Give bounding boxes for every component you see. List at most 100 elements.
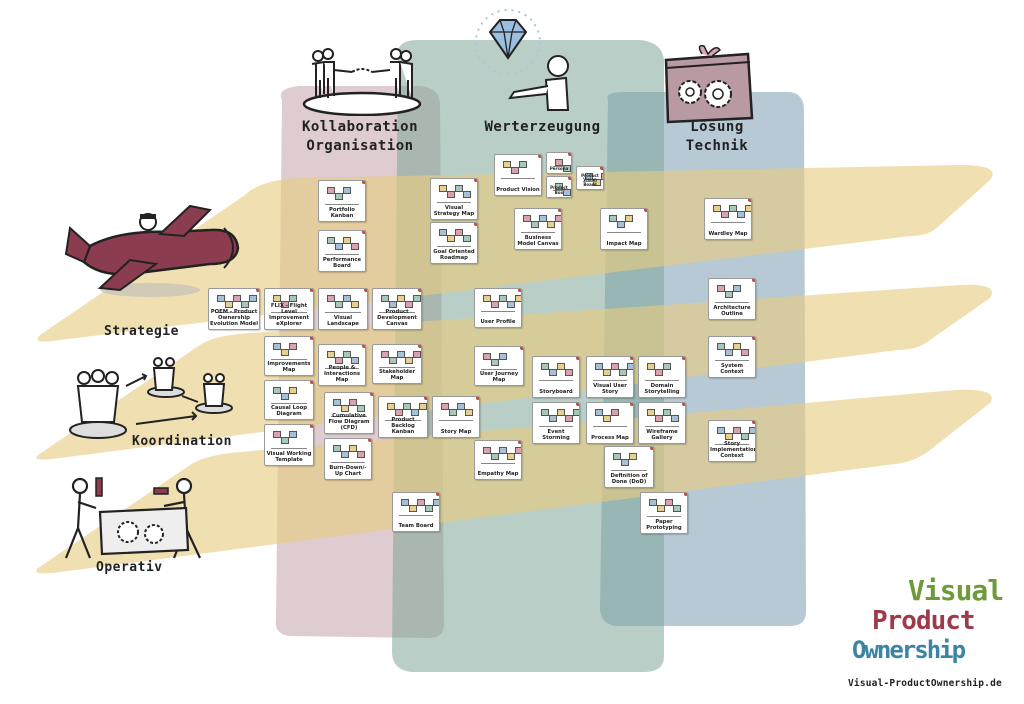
card-event-storming[interactable]: Event Storming (532, 402, 580, 444)
card-illustration (435, 183, 473, 203)
card-label: Team Board (398, 523, 434, 529)
card-illustration (713, 341, 751, 361)
card-empathy-map[interactable]: Empathy Map (474, 440, 522, 480)
card-label: Causal Loop Diagram (270, 405, 308, 417)
card-illustration (269, 293, 309, 313)
card-poem[interactable]: POEM - Product Ownership Evolution Model (208, 288, 260, 330)
card-illustration (323, 235, 361, 255)
card-label: Visual User Story (593, 383, 627, 395)
card-story-map[interactable]: Story Map (432, 396, 480, 438)
card-product-vision-board[interactable]: Product Vision Board (576, 166, 604, 190)
logo: Visual Product Ownership Visual-ProductO… (846, 572, 1016, 698)
card-illustration (537, 361, 575, 381)
card-label: Architecture Outline (713, 305, 751, 317)
card-illustration (435, 227, 473, 247)
column-header-loesung: Lösung Technik (672, 118, 762, 156)
card-product-backlog-kanban[interactable]: Product Backlog Kanban (378, 396, 428, 438)
card-illustration (581, 171, 603, 186)
card-process-map[interactable]: Process Map (586, 402, 634, 444)
card-label: Visual Strategy Map (433, 205, 475, 217)
card-product-box[interactable]: Product Box (546, 176, 572, 198)
card-cumulative-flow-diagram[interactable]: Cumulative Flow Diagram (CFD) (324, 392, 374, 434)
card-label: Wireframe Gallery (646, 429, 678, 441)
column-header-line: Organisation (306, 138, 414, 154)
card-stakeholder-map[interactable]: Stakeholder Map (372, 344, 422, 384)
card-label: Performance Board (322, 257, 362, 269)
card-illustration (591, 361, 633, 381)
card-storyboard[interactable]: Storyboard (532, 356, 580, 398)
card-product-vision[interactable]: Product Vision (494, 154, 542, 196)
card-visual-landscape[interactable]: Visual Landscape (318, 288, 368, 330)
card-label: Goal Oriented Roadmap (433, 249, 475, 261)
card-causal-loop-diagram[interactable]: Causal Loop Diagram (264, 380, 314, 420)
card-domain-storytelling[interactable]: Domain Storytelling (638, 356, 686, 398)
card-team-board[interactable]: Team Board (392, 492, 440, 532)
card-portfolio-kanban[interactable]: Portfolio Kanban (318, 180, 366, 222)
card-paper-prototyping[interactable]: Paper Prototyping (640, 492, 688, 534)
card-illustration (269, 341, 309, 360)
card-label: Process Map (591, 435, 629, 441)
card-visual-user-story[interactable]: Visual User Story (586, 356, 634, 398)
card-user-profile[interactable]: User Profile (474, 288, 522, 328)
card-story-implementation-context[interactable]: Story Implementation Context (708, 420, 756, 462)
card-illustration (591, 407, 629, 427)
card-improvements-map[interactable]: Improvements Map (264, 336, 314, 376)
card-illustration (329, 397, 369, 417)
card-wireframe-gallery[interactable]: Wireframe Gallery (638, 402, 686, 444)
card-label: Product Vision Board (581, 172, 599, 187)
card-illustration (269, 385, 309, 404)
card-label: Wardley Map (708, 231, 748, 237)
card-performance-board[interactable]: Performance Board (318, 230, 366, 272)
card-illustration (713, 283, 751, 303)
card-product-development-canvas[interactable]: Product Development Canvas (372, 288, 422, 330)
card-label: Product Backlog Kanban (391, 417, 415, 435)
card-illustration (605, 213, 643, 233)
card-business-model-canvas[interactable]: Business Model Canvas (514, 208, 562, 250)
row-label-koordination: Koordination (132, 434, 232, 449)
card-label: Story Implementation Context (710, 441, 756, 459)
card-label: User Profile (480, 319, 516, 325)
card-burn-down-up-chart[interactable]: Burn-Down/-Up Chart (324, 438, 372, 480)
row-label-strategie: Strategie (104, 324, 179, 339)
logo-line-ownership: Ownership (852, 636, 966, 664)
card-goal-oriented-roadmap[interactable]: Goal Oriented Roadmap (430, 222, 478, 264)
card-label: Visual Working Template (266, 451, 312, 463)
column-header-werterzeugung: Werterzeugung (484, 119, 601, 135)
card-label: Paper Prototyping (646, 519, 682, 531)
card-illustration (329, 443, 367, 463)
card-definition-of-done[interactable]: Definition of Done (DoD) (604, 446, 654, 488)
card-visual-strategy-map[interactable]: Visual Strategy Map (430, 178, 478, 220)
card-illustration (383, 401, 427, 421)
card-illustration (397, 497, 439, 516)
column-header-line: Kollaboration (301, 119, 419, 135)
card-illustration (645, 497, 683, 517)
card-label: Burn-Down/-Up Chart (329, 465, 367, 477)
card-visual-working-template[interactable]: Visual Working Template (264, 424, 314, 466)
column-header-kollaboration: Kollaboration Organisation (290, 118, 430, 156)
card-people-interactions-map[interactable]: People & Interactions Map (318, 344, 366, 386)
card-architecture-outline[interactable]: Architecture Outline (708, 278, 756, 320)
card-label: Product Vision (496, 187, 540, 193)
card-illustration (551, 181, 571, 196)
card-illustration (479, 293, 521, 312)
card-label: Business Model Canvas (517, 235, 559, 247)
card-illustration (519, 213, 561, 233)
card-wardley-map[interactable]: Wardley Map (704, 198, 752, 240)
card-illustration (213, 293, 257, 313)
card-illustration (713, 425, 755, 445)
card-system-context[interactable]: System Context (708, 336, 756, 378)
gift-box-gears-icon (664, 44, 754, 124)
column-header-line: Lösung (690, 119, 744, 135)
card-illustration (269, 429, 309, 449)
card-label: Product Box (550, 185, 568, 195)
card-flix[interactable]: FLIX - Flight Level Improvement eXplorer (264, 288, 314, 330)
card-label: System Context (720, 363, 744, 375)
card-label: FLIX - Flight Level Improvement eXplorer (269, 303, 309, 327)
column-header-line: Technik (685, 138, 749, 154)
card-persona[interactable]: Persona (546, 152, 572, 174)
card-user-journey-map[interactable]: User Journey Map (474, 346, 524, 386)
card-illustration (323, 293, 363, 313)
card-illustration (499, 159, 537, 179)
card-impact-map[interactable]: Impact Map (600, 208, 648, 250)
card-label: Portfolio Kanban (329, 207, 355, 219)
